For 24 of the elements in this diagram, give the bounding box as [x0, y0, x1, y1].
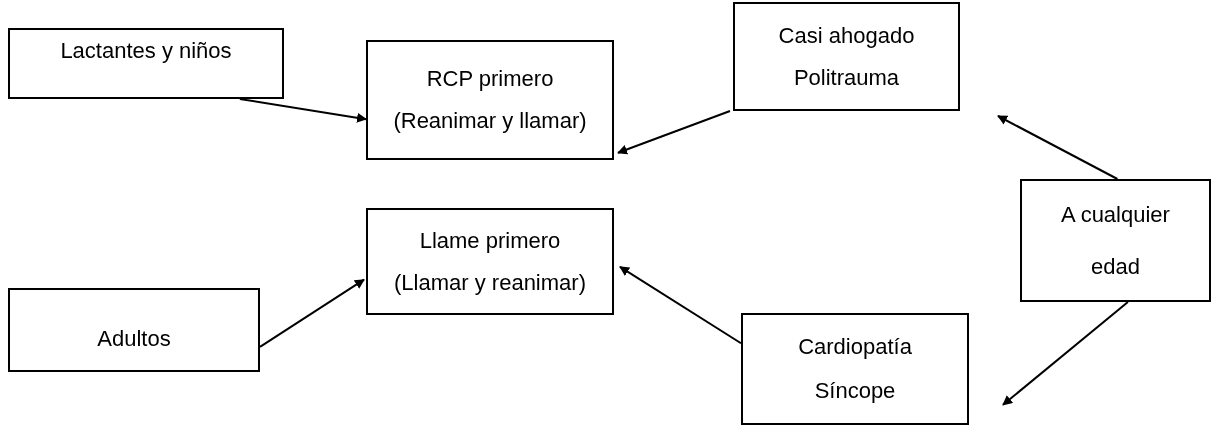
process-box [366, 208, 614, 315]
arrow [238, 98, 367, 123]
arrow [997, 115, 1119, 180]
box-label: Síncope [814, 378, 896, 404]
box-label: Cardiopatía [798, 334, 912, 360]
box-label: (Reanimar y llamar) [393, 108, 587, 134]
arrow [1002, 301, 1129, 406]
arrow [259, 278, 365, 348]
process-box [733, 2, 960, 111]
box-label: Adultos [97, 326, 171, 352]
process-box [8, 28, 284, 99]
box-label: A cualquier edad [1060, 200, 1171, 281]
process-box [8, 288, 260, 372]
box-label: Politrauma [793, 64, 900, 91]
arrow [619, 265, 742, 345]
process-box [366, 40, 614, 160]
process-box [741, 313, 969, 425]
box-label: Llame primero [419, 227, 561, 254]
process-box [1020, 179, 1211, 302]
box-label: (Llamar y reanimar) [394, 269, 586, 296]
box-label: RCP primero [426, 66, 554, 92]
box-label: Lactantes y niños [60, 38, 232, 64]
box-label: Casi ahogado [778, 22, 915, 49]
arrow [617, 110, 731, 155]
